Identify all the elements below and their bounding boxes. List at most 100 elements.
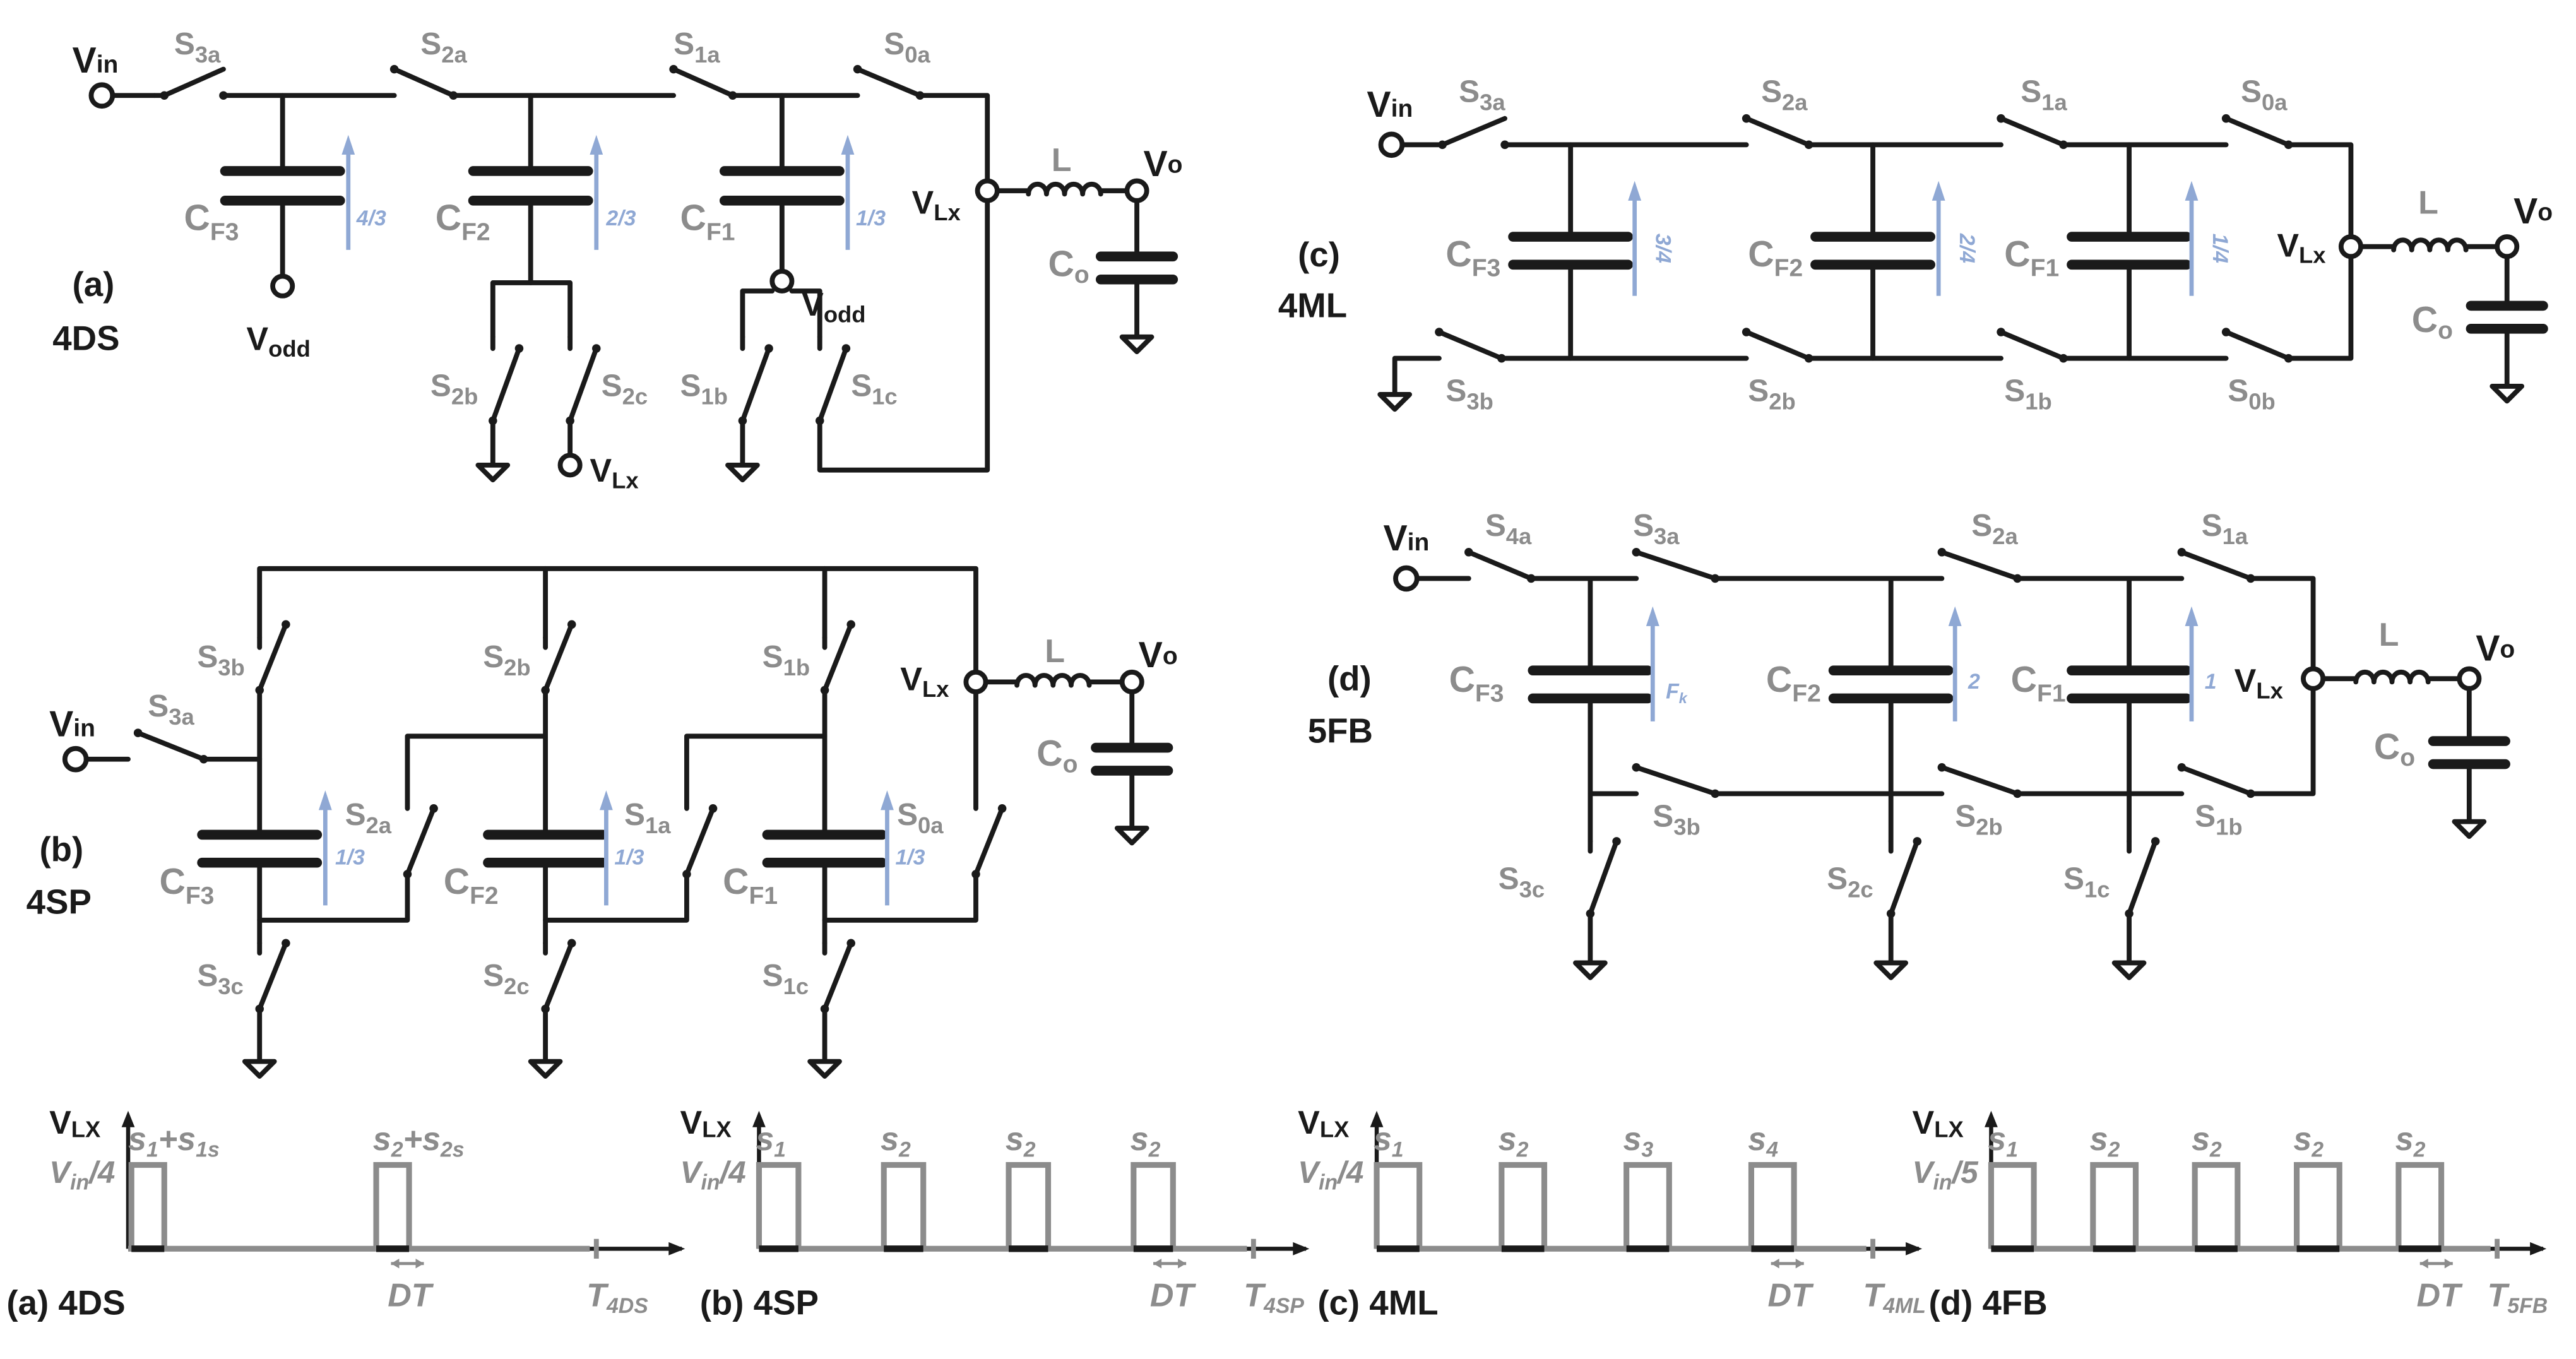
switch-s2a bbox=[1939, 549, 2020, 581]
svg-text:S3c: S3c bbox=[197, 958, 244, 999]
svg-text:S2c: S2c bbox=[602, 369, 648, 410]
svg-text:S2a: S2a bbox=[1761, 74, 1808, 116]
switch-s1c bbox=[2127, 838, 2158, 917]
svg-text:CF3: CF3 bbox=[159, 862, 214, 910]
switch-s1a bbox=[684, 805, 716, 877]
switch-s1b bbox=[740, 346, 771, 424]
vlx-trace bbox=[128, 1162, 590, 1252]
pulse-label: s2 bbox=[881, 1121, 911, 1161]
vin-terminal-b bbox=[62, 745, 89, 773]
svg-text:S1c: S1c bbox=[763, 958, 809, 999]
waveform-caption: (b) 4SP bbox=[700, 1283, 819, 1322]
axis-label-vlx: VLX bbox=[1298, 1105, 1349, 1142]
svg-text:S1b: S1b bbox=[2195, 798, 2243, 840]
panel-b-topology: 4SP bbox=[27, 882, 92, 921]
svg-text:L: L bbox=[2379, 617, 2399, 653]
panel-d-topology: 5FB bbox=[1308, 712, 1373, 751]
svg-text:4/3: 4/3 bbox=[356, 206, 386, 230]
inductor-l-b bbox=[1017, 675, 1089, 685]
dt-arrow-icon bbox=[1771, 1258, 1779, 1269]
dt-label: DT bbox=[1767, 1277, 1814, 1314]
svg-text:Vodd: Vodd bbox=[802, 287, 865, 327]
switch-s3a bbox=[1440, 116, 1507, 148]
pulse-label: s2 bbox=[2192, 1121, 2222, 1161]
period-label: T4SP bbox=[1243, 1277, 1304, 1317]
svg-text:S0b: S0b bbox=[2228, 373, 2276, 414]
dt-label: DT bbox=[388, 1277, 434, 1314]
svg-text:CF1: CF1 bbox=[2011, 660, 2066, 708]
dt-arrow-icon bbox=[1153, 1258, 1162, 1269]
svg-text:CF2: CF2 bbox=[444, 862, 499, 910]
pulse-label: s1 bbox=[1988, 1121, 2018, 1161]
waveform-caption: (a) 4DS bbox=[6, 1283, 125, 1322]
level-label: Vin/4 bbox=[680, 1155, 746, 1194]
vlx-trace bbox=[1988, 1162, 2491, 1252]
dt-arrow-icon bbox=[415, 1258, 424, 1269]
svg-text:S2a: S2a bbox=[420, 27, 467, 68]
switch-s2c bbox=[567, 346, 599, 424]
svg-text:Vodd: Vodd bbox=[246, 321, 310, 362]
x-axis-arrow-icon bbox=[2530, 1242, 2547, 1255]
dt-arrow-icon bbox=[1795, 1258, 1804, 1269]
svg-text:S1a: S1a bbox=[624, 797, 671, 838]
panel-a-topology: 4DS bbox=[52, 319, 119, 358]
svg-text:CF3: CF3 bbox=[184, 198, 239, 246]
pulse-label: s2+s2s bbox=[373, 1121, 465, 1161]
svg-text:2: 2 bbox=[1968, 670, 1980, 694]
svg-text:S2b: S2b bbox=[1955, 798, 2003, 840]
svg-text:S4a: S4a bbox=[1485, 508, 1532, 549]
inductor-l-d bbox=[2356, 672, 2428, 682]
pulse-label: s2 bbox=[1006, 1121, 1036, 1161]
svg-text:S2b: S2b bbox=[430, 369, 478, 410]
svg-text:S0a: S0a bbox=[884, 27, 930, 68]
panel-a-4ds: Vin S3a S2a S1a S0a CF3 CF2 CF1 4/3 2/3 … bbox=[52, 27, 1182, 493]
pulse-label: s3 bbox=[1623, 1121, 1653, 1161]
level-label: Vin/4 bbox=[49, 1155, 115, 1194]
switch-s3a bbox=[135, 730, 206, 762]
svg-text:Vin: Vin bbox=[49, 704, 95, 744]
dt-label: DT bbox=[2417, 1277, 2464, 1314]
dt-arrow-icon bbox=[391, 1258, 400, 1269]
svg-text:CF1: CF1 bbox=[723, 862, 778, 910]
panel-c-4ml: Vin S3a S2a S1a S0a CF3 CF2 CF1 3/4 2/4 … bbox=[1278, 74, 2553, 415]
vlx-trace bbox=[1374, 1162, 1867, 1252]
pulse-label: s4 bbox=[1748, 1121, 1778, 1161]
switch-s0a bbox=[2223, 116, 2291, 148]
switch-s0a bbox=[855, 66, 923, 98]
switch-s3b bbox=[1634, 764, 1718, 797]
pulse-label: s1 bbox=[1374, 1121, 1404, 1161]
svg-text:S1a: S1a bbox=[2202, 508, 2248, 549]
panel-c-topology: 4ML bbox=[1278, 287, 1347, 325]
svg-text:1: 1 bbox=[2205, 670, 2217, 694]
svg-text:S3a: S3a bbox=[1633, 508, 1680, 549]
svg-text:S2b: S2b bbox=[1748, 373, 1796, 414]
svg-text:Vin: Vin bbox=[73, 40, 119, 81]
svg-text:S1b: S1b bbox=[2004, 373, 2052, 414]
svg-text:Co: Co bbox=[2374, 727, 2415, 771]
svg-text:S1a: S1a bbox=[674, 27, 720, 68]
svg-text:S3a: S3a bbox=[174, 27, 221, 68]
svg-text:S3b: S3b bbox=[197, 639, 245, 680]
period-label: T5FB bbox=[2487, 1277, 2548, 1317]
svg-text:S2a: S2a bbox=[1971, 508, 2018, 549]
y-axis-arrow-icon bbox=[121, 1110, 135, 1127]
svg-text:S2a: S2a bbox=[345, 797, 392, 838]
svg-text:1/4: 1/4 bbox=[2208, 234, 2232, 263]
svg-text:S0a: S0a bbox=[2241, 74, 2288, 116]
svg-text:Co: Co bbox=[1048, 244, 1089, 288]
svg-text:S0a: S0a bbox=[897, 797, 944, 838]
pulse-label: s2 bbox=[1131, 1121, 1161, 1161]
axis-label-vlx: VLX bbox=[49, 1105, 100, 1142]
svg-text:Vin: Vin bbox=[1367, 85, 1413, 125]
axis-label-vlx: VLX bbox=[1913, 1105, 1964, 1142]
svg-text:Vo: Vo bbox=[1143, 144, 1182, 184]
svg-text:L: L bbox=[2418, 185, 2438, 222]
svg-text:3/4: 3/4 bbox=[1651, 234, 1675, 263]
svg-text:S1b: S1b bbox=[680, 369, 728, 410]
pulse-label: s2 bbox=[2090, 1121, 2120, 1161]
pulse-label: s2 bbox=[2293, 1121, 2324, 1161]
svg-text:2/4: 2/4 bbox=[1955, 233, 1979, 263]
